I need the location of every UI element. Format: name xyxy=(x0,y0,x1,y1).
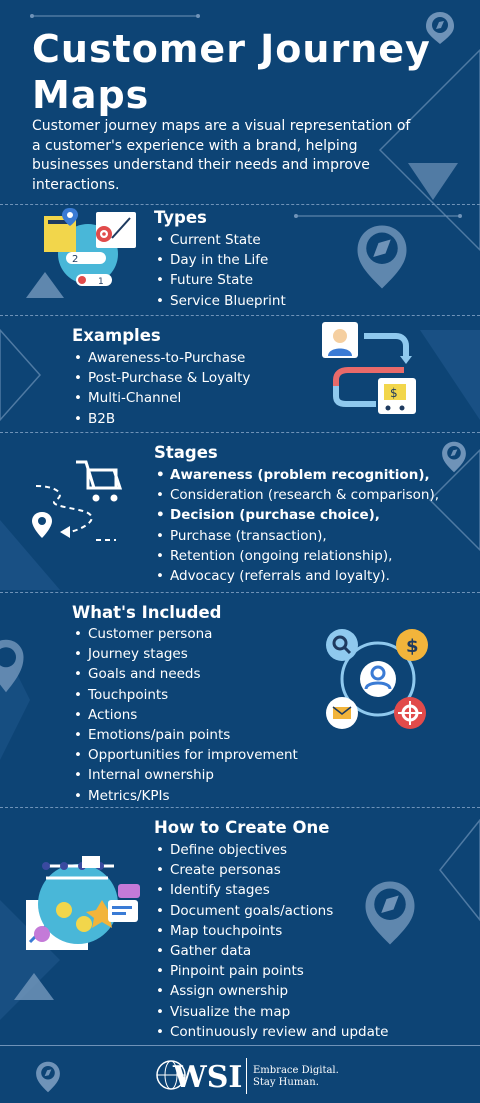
tagline-line: Stay Human. xyxy=(253,1077,319,1088)
list-item: Service Blueprint xyxy=(154,291,286,311)
list-item: Touchpoints xyxy=(72,685,298,705)
svg-text:2: 2 xyxy=(72,254,78,265)
list-item: Assign ownership xyxy=(154,981,388,1001)
wsi-logo: WSI xyxy=(156,1060,242,1095)
list-item: Goals and needs xyxy=(72,664,298,684)
compass-pin-icon xyxy=(0,639,24,693)
wsi-logo-text: WSI xyxy=(172,1060,242,1095)
list-item: Awareness-to-Purchase xyxy=(72,348,250,368)
map-illustration-icon: 2 1 xyxy=(44,208,136,287)
examples-list: Awareness-to-Purchase Post-Purchase & Lo… xyxy=(72,348,250,429)
list-item: Decision (purchase choice), xyxy=(154,505,439,525)
list-item: Document goals/actions xyxy=(154,901,388,921)
list-item: Opportunities for improvement xyxy=(72,745,298,765)
divider xyxy=(0,432,480,433)
list-item: Day in the Life xyxy=(154,250,286,270)
list-item: Metrics/KPIs xyxy=(72,786,298,806)
list-item: Purchase (transaction), xyxy=(154,526,439,546)
persona-flow-icon: $ xyxy=(322,322,416,414)
list-item: Current State xyxy=(154,230,286,250)
included-heading: What's Included xyxy=(72,603,222,622)
compass-pin-icon xyxy=(426,12,454,44)
list-item: Future State xyxy=(154,270,286,290)
divider xyxy=(0,315,480,316)
tagline-separator xyxy=(246,1058,247,1094)
svg-text:$: $ xyxy=(406,636,419,657)
list-item: Consideration (research & comparison), xyxy=(154,485,439,505)
list-item: Advocacy (referrals and loyalty). xyxy=(154,566,439,586)
create-heading: How to Create One xyxy=(154,818,330,837)
stages-list: Awareness (problem recognition), Conside… xyxy=(154,465,439,586)
compass-pin-icon xyxy=(36,1061,60,1093)
svg-text:$: $ xyxy=(390,386,398,400)
list-item: Internal ownership xyxy=(72,765,298,785)
list-item: Gather data xyxy=(154,941,388,961)
create-list: Define objectives Create personas Identi… xyxy=(154,840,388,1042)
divider xyxy=(0,592,480,593)
list-item: Define objectives xyxy=(154,840,388,860)
header: Customer Journey Maps Customer journey m… xyxy=(0,0,480,205)
list-item: Post-Purchase & Loyalty xyxy=(72,368,250,388)
tagline: Embrace Digital. Stay Human. xyxy=(253,1065,339,1089)
list-item: Journey stages xyxy=(72,644,298,664)
examples-heading: Examples xyxy=(72,326,161,345)
divider xyxy=(0,204,480,205)
included-list: Customer persona Journey stages Goals an… xyxy=(72,624,298,806)
list-item: Awareness (problem recognition), xyxy=(154,465,439,485)
cart-route-icon xyxy=(32,460,123,541)
compass-pin-icon xyxy=(357,225,407,289)
compass-pin-icon xyxy=(442,441,466,473)
stages-heading: Stages xyxy=(154,443,218,462)
footer-divider xyxy=(0,1045,480,1046)
list-item: Map touchpoints xyxy=(154,921,388,941)
intro-text: Customer journey maps are a visual repre… xyxy=(32,118,411,193)
list-item: Continuously review and update xyxy=(154,1022,388,1042)
list-item: Customer persona xyxy=(72,624,298,644)
network-icon: $ xyxy=(326,629,428,729)
list-item: Pinpoint pain points xyxy=(154,961,388,981)
journey-board-icon xyxy=(26,856,140,950)
list-item: Multi-Channel xyxy=(72,388,250,408)
types-list: Current State Day in the Life Future Sta… xyxy=(154,230,286,311)
page-title: Customer Journey Maps xyxy=(32,27,431,117)
tagline-line: Embrace Digital. xyxy=(253,1065,339,1076)
list-item: Retention (ongoing relationship), xyxy=(154,546,439,566)
list-item: B2B xyxy=(72,409,250,429)
divider xyxy=(0,807,480,808)
list-item: Identify stages xyxy=(154,880,388,900)
list-item: Actions xyxy=(72,705,298,725)
list-item: Visualize the map xyxy=(154,1002,388,1022)
list-item: Emotions/pain points xyxy=(72,725,298,745)
list-item: Create personas xyxy=(154,860,388,880)
types-heading: Types xyxy=(154,208,207,227)
svg-text:1: 1 xyxy=(98,277,104,287)
